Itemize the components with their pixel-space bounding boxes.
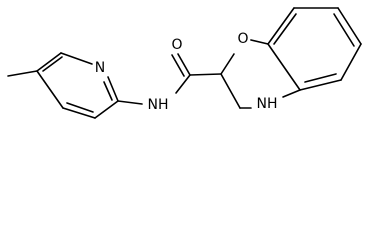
atom-carbonyl-o: O <box>171 37 182 53</box>
bond-py-5 <box>62 107 96 119</box>
bond-bz-2 <box>267 7 295 45</box>
bond-nh-carbonyl <box>175 74 191 94</box>
bond-bz-4 <box>337 7 362 45</box>
atom-amide-nh: NH <box>148 97 169 113</box>
molecule-diagram: N NH O O NH <box>7 7 362 119</box>
bond-py-6 <box>36 70 64 109</box>
bond-c2-c3 <box>220 73 241 109</box>
bond-py-1-inner <box>42 56 63 72</box>
bond-py-3 <box>107 76 119 102</box>
bond-methyl <box>7 70 38 77</box>
bond-nh-c4a <box>282 89 301 98</box>
bond-bz-1 <box>267 43 301 91</box>
atom-ring-nh: NH <box>257 96 278 112</box>
bond-bz-6-inner <box>304 73 337 83</box>
bond-py-3-inner <box>103 81 113 101</box>
bond-bz-2-inner <box>273 13 297 45</box>
bond-ring-nh <box>117 100 143 105</box>
bond-bz-6 <box>299 79 342 91</box>
bond-carbonyl-o <box>177 53 191 76</box>
bond-c2-o <box>220 53 235 75</box>
bond-carbonyl-o-double <box>171 54 185 77</box>
bond-o-c8a <box>250 39 269 45</box>
bond-py-1 <box>36 52 62 72</box>
bond-py-4 <box>94 100 119 119</box>
bond-py-2 <box>60 52 93 65</box>
bond-bz-5 <box>340 43 362 81</box>
atom-ring-o: O <box>237 31 248 47</box>
bond-py-5-inner <box>66 102 94 113</box>
bond-bz-4-inner <box>333 13 355 47</box>
atom-pyridine-n: N <box>95 60 105 76</box>
bond-carbonyl-c2 <box>189 73 222 76</box>
